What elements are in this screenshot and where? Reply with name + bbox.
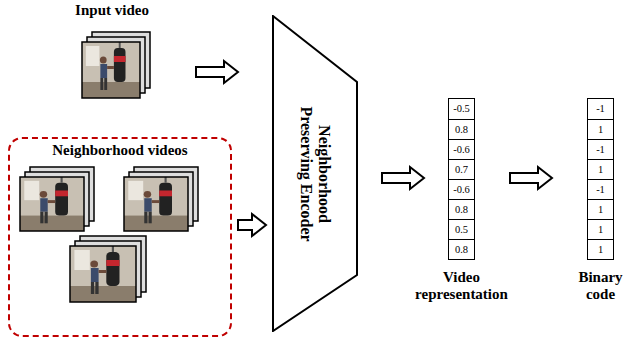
vector-cell: 0.8 — [449, 239, 474, 259]
video-frame — [124, 177, 188, 231]
vector-cell: 1 — [588, 119, 613, 139]
video-frame — [82, 42, 140, 98]
neighbor-video-stack — [124, 167, 198, 231]
binary-code-vector: -11-11-1111Binary code — [587, 98, 614, 260]
vector-cell: 0.7 — [449, 159, 474, 179]
encoder-label: Neighborhood Preserving Encoder — [297, 91, 334, 256]
representation-vector: -0.50.8-0.60.7-0.60.80.50.8Video represe… — [448, 98, 475, 260]
neighbor-video-stack — [20, 167, 94, 231]
vector-cell: 1 — [588, 219, 613, 239]
vector-cell: -0.6 — [449, 139, 474, 159]
hollow-arrow — [196, 61, 238, 83]
hollow-arrow — [238, 214, 266, 236]
vector-cell: -1 — [588, 139, 613, 159]
encoder-trapezoid: Neighborhood Preserving Encoder — [272, 15, 358, 332]
vector-cell: 0.8 — [449, 119, 474, 139]
vector-cell: -0.6 — [449, 179, 474, 199]
video-frame — [20, 177, 84, 231]
frame-border — [124, 177, 188, 231]
neighbor-video-stack — [70, 236, 146, 302]
node-title: Input video — [62, 2, 162, 19]
vector-cell: 0.5 — [449, 219, 474, 239]
vector-cell: -1 — [588, 179, 613, 199]
vector-label: Binary code — [568, 269, 634, 304]
hollow-arrow — [510, 167, 552, 189]
vector-cell: 1 — [588, 199, 613, 219]
vector-label: Video representation — [400, 269, 524, 304]
frame-border — [70, 246, 136, 302]
vector-cell: -1 — [588, 99, 613, 119]
input-video: Input video — [62, 2, 162, 102]
encoder-shape — [273, 16, 357, 331]
hollow-arrow — [382, 167, 424, 189]
video-frame — [70, 246, 136, 302]
neighborhood-region: Neighborhood videos — [8, 137, 232, 337]
vector-cell: -0.5 — [449, 99, 474, 119]
frame-border — [82, 42, 140, 98]
input-video-stack — [82, 32, 150, 98]
vector-cell: 1 — [588, 239, 613, 259]
vector-cell: 0.8 — [449, 199, 474, 219]
frame-border — [20, 177, 84, 231]
node-title: Neighborhood videos — [10, 142, 230, 159]
vector-cell: 1 — [588, 159, 613, 179]
